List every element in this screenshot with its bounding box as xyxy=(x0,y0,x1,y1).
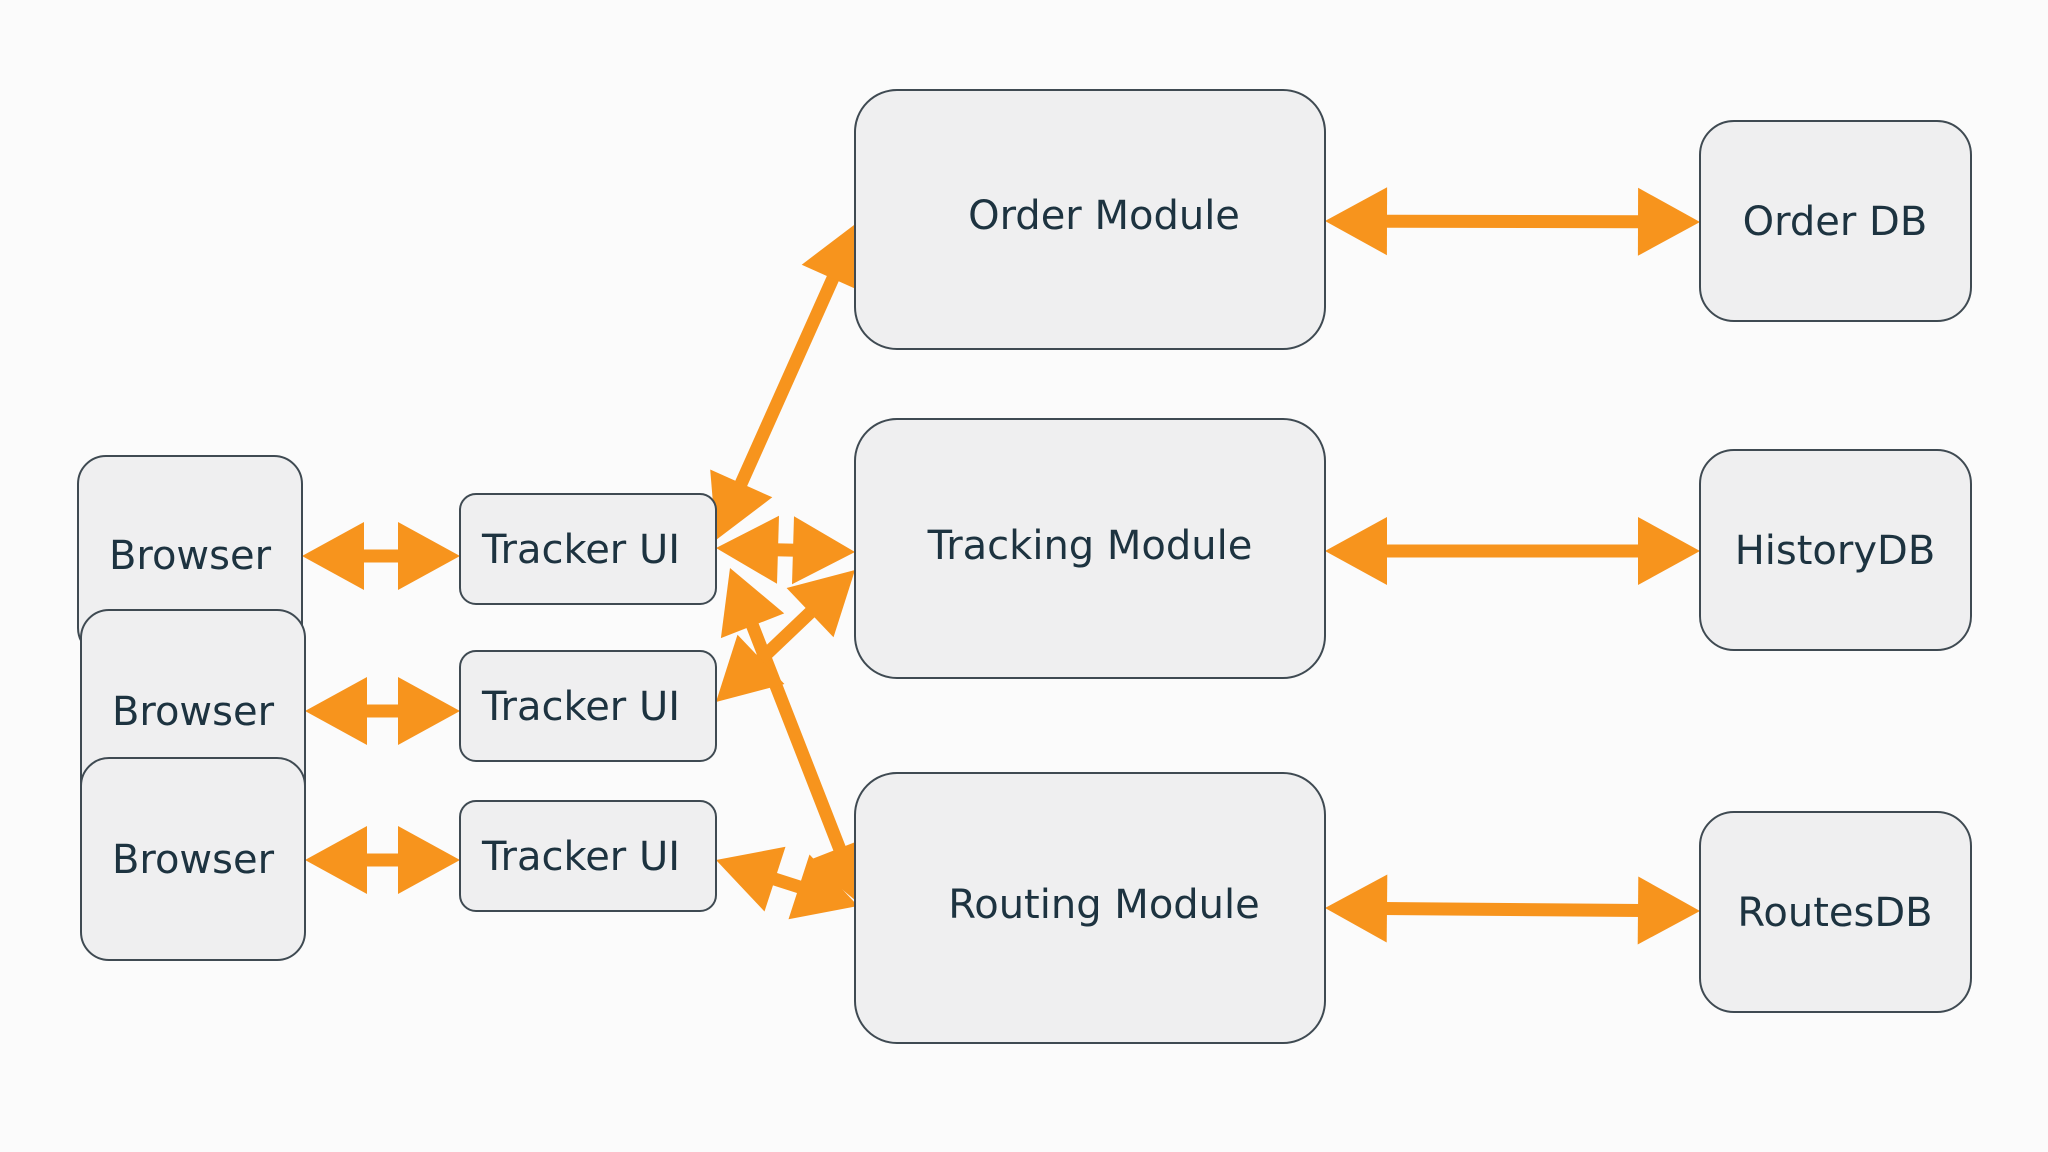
arrow-order-module-to-order-db xyxy=(1325,187,1700,256)
node-tracking-module: Tracking Module xyxy=(854,418,1326,679)
arrowhead-start xyxy=(305,677,367,745)
node-routing-module: Routing Module xyxy=(854,772,1326,1044)
arrowhead-end xyxy=(398,826,460,894)
node-label-tracker-ui-1: Tracker UI xyxy=(481,527,680,573)
arrowhead-start xyxy=(716,515,779,584)
node-label-browser-1: Browser xyxy=(109,533,272,579)
arrow-shaft xyxy=(1382,902,1643,917)
arrowhead-start xyxy=(1325,517,1387,585)
arrowhead-end xyxy=(792,516,855,585)
node-label-tracking-module: Tracking Module xyxy=(927,523,1253,569)
node-history-db: HistoryDB xyxy=(1699,449,1972,651)
arrowhead-end xyxy=(1637,876,1700,945)
arrowhead-end xyxy=(1637,187,1700,256)
node-browser-3: Browser xyxy=(80,757,306,961)
arrowhead-end xyxy=(788,854,858,920)
arrow-shaft xyxy=(1382,214,1643,229)
arrow-shaft xyxy=(733,272,841,490)
arrow-browser-2-to-tracker-ui-2 xyxy=(305,677,460,745)
arrowhead-end xyxy=(398,677,460,745)
arrow-routing-module-to-routes-db xyxy=(1325,874,1700,945)
arrow-tracking-module-to-history-db xyxy=(1325,517,1700,585)
connector-layer xyxy=(302,187,1700,945)
node-tracker-ui-2: Tracker UI xyxy=(459,650,717,762)
node-order-db: Order DB xyxy=(1699,120,1972,322)
node-tracker-ui-1: Tracker UI xyxy=(459,493,717,605)
arrow-browser-1-to-tracker-ui-1 xyxy=(302,522,460,590)
arrowhead-start xyxy=(1325,187,1388,256)
arrowhead-start xyxy=(305,826,367,894)
node-order-module: Order Module xyxy=(854,89,1326,350)
node-label-routes-db: RoutesDB xyxy=(1737,890,1932,936)
node-label-browser-3: Browser xyxy=(112,837,275,883)
arrowhead-end xyxy=(398,522,460,590)
node-label-tracker-ui-3: Tracker UI xyxy=(481,834,680,880)
arrow-tracker-ui-3-to-routing-module xyxy=(716,846,858,920)
arrow-shaft xyxy=(769,871,805,895)
arrowhead-end xyxy=(786,570,855,638)
arrowhead-start xyxy=(716,846,786,912)
node-label-history-db: HistoryDB xyxy=(1735,528,1936,574)
arrowhead-start xyxy=(302,522,364,590)
arrowhead-start xyxy=(710,469,773,540)
arrow-tracker-ui-1-to-order-module xyxy=(710,222,864,540)
node-routes-db: RoutesDB xyxy=(1699,811,1972,1013)
node-tracker-ui-3: Tracker UI xyxy=(459,800,717,912)
arrow-tracker-ui-1-to-tracking-module xyxy=(716,515,855,585)
node-label-routing-module: Routing Module xyxy=(948,882,1260,928)
arrow-tracker-ui-2-to-tracking-module xyxy=(716,570,855,702)
arrowhead-end xyxy=(1638,517,1700,585)
arrow-shaft xyxy=(753,605,818,667)
node-browser-1: Browser xyxy=(77,455,303,657)
arrowhead-start xyxy=(1325,874,1388,943)
arrow-browser-3-to-tracker-ui-3 xyxy=(305,826,460,894)
arrowhead-start xyxy=(720,568,785,639)
arrowhead-start xyxy=(716,634,785,702)
node-label-order-db: Order DB xyxy=(1743,199,1928,245)
arrowhead-end xyxy=(801,222,864,293)
node-label-tracker-ui-2: Tracker UI xyxy=(481,684,680,730)
node-label-order-module: Order Module xyxy=(968,193,1240,239)
node-label-browser-2: Browser xyxy=(112,689,275,735)
